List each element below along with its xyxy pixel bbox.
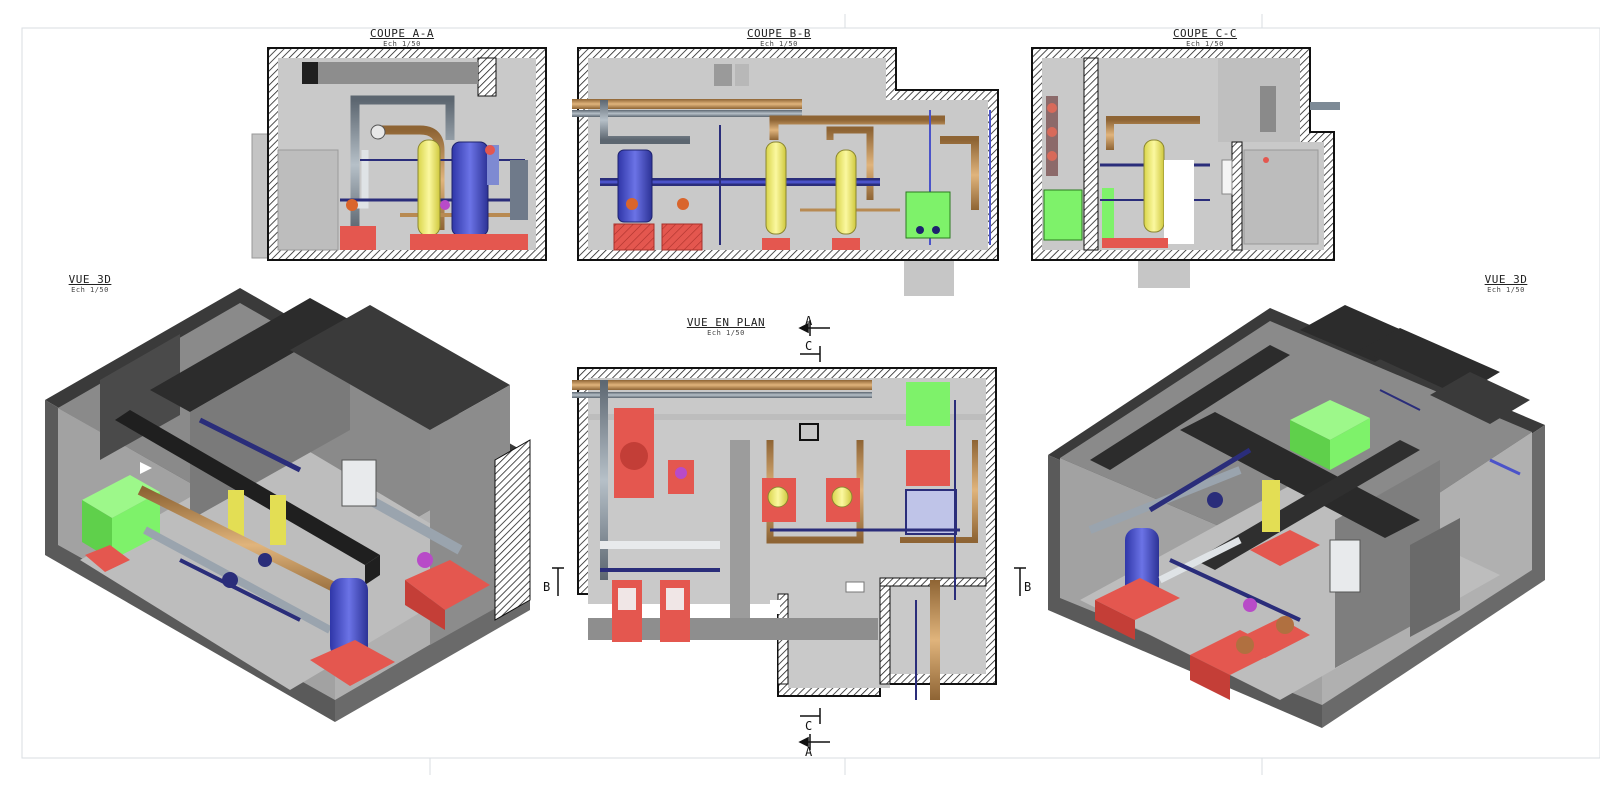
- left-3d-title: VUE 3D Ech 1/50: [50, 273, 130, 294]
- section-a-drawing: [251, 47, 547, 261]
- section-b-scale: Ech 1/50: [760, 40, 798, 48]
- section-a-scale: Ech 1/50: [383, 40, 421, 48]
- right-3d-scale: Ech 1/50: [1487, 286, 1525, 294]
- section-c-drawing: [1031, 47, 1340, 288]
- right-3d-title: VUE 3D Ech 1/50: [1466, 273, 1546, 294]
- plan-title: VUE EN PLAN Ech 1/50: [676, 316, 776, 337]
- sheet-border: [21, 27, 1600, 759]
- section-b-drawing: [572, 47, 999, 296]
- left-3d-name: VUE 3D: [68, 273, 112, 286]
- plan-section-markers: [552, 320, 1026, 750]
- section-a-title: COUPE A-A Ech 1/50: [356, 27, 448, 48]
- marker-b-right: B: [1024, 580, 1032, 594]
- right-3d-name: VUE 3D: [1484, 273, 1528, 286]
- section-b-title: COUPE B-B Ech 1/50: [733, 27, 825, 48]
- section-c-name: COUPE C-C: [1172, 27, 1238, 40]
- right-3d-drawing: [1048, 305, 1545, 728]
- marker-c-top: C: [805, 339, 813, 353]
- marker-c-bottom: C: [805, 719, 813, 733]
- marker-b-left: B: [543, 580, 551, 594]
- section-b-name: COUPE B-B: [746, 27, 812, 40]
- section-c-scale: Ech 1/50: [1186, 40, 1224, 48]
- marker-a-bottom: A: [805, 745, 813, 759]
- plan-name: VUE EN PLAN: [686, 316, 766, 329]
- plan-drawing: [572, 367, 997, 700]
- section-a-name: COUPE A-A: [369, 27, 435, 40]
- left-3d-scale: Ech 1/50: [71, 286, 109, 294]
- plan-scale: Ech 1/50: [707, 329, 745, 337]
- marker-a-top: A: [805, 314, 813, 328]
- section-c-title: COUPE C-C Ech 1/50: [1159, 27, 1251, 48]
- left-3d-drawing: [45, 288, 531, 722]
